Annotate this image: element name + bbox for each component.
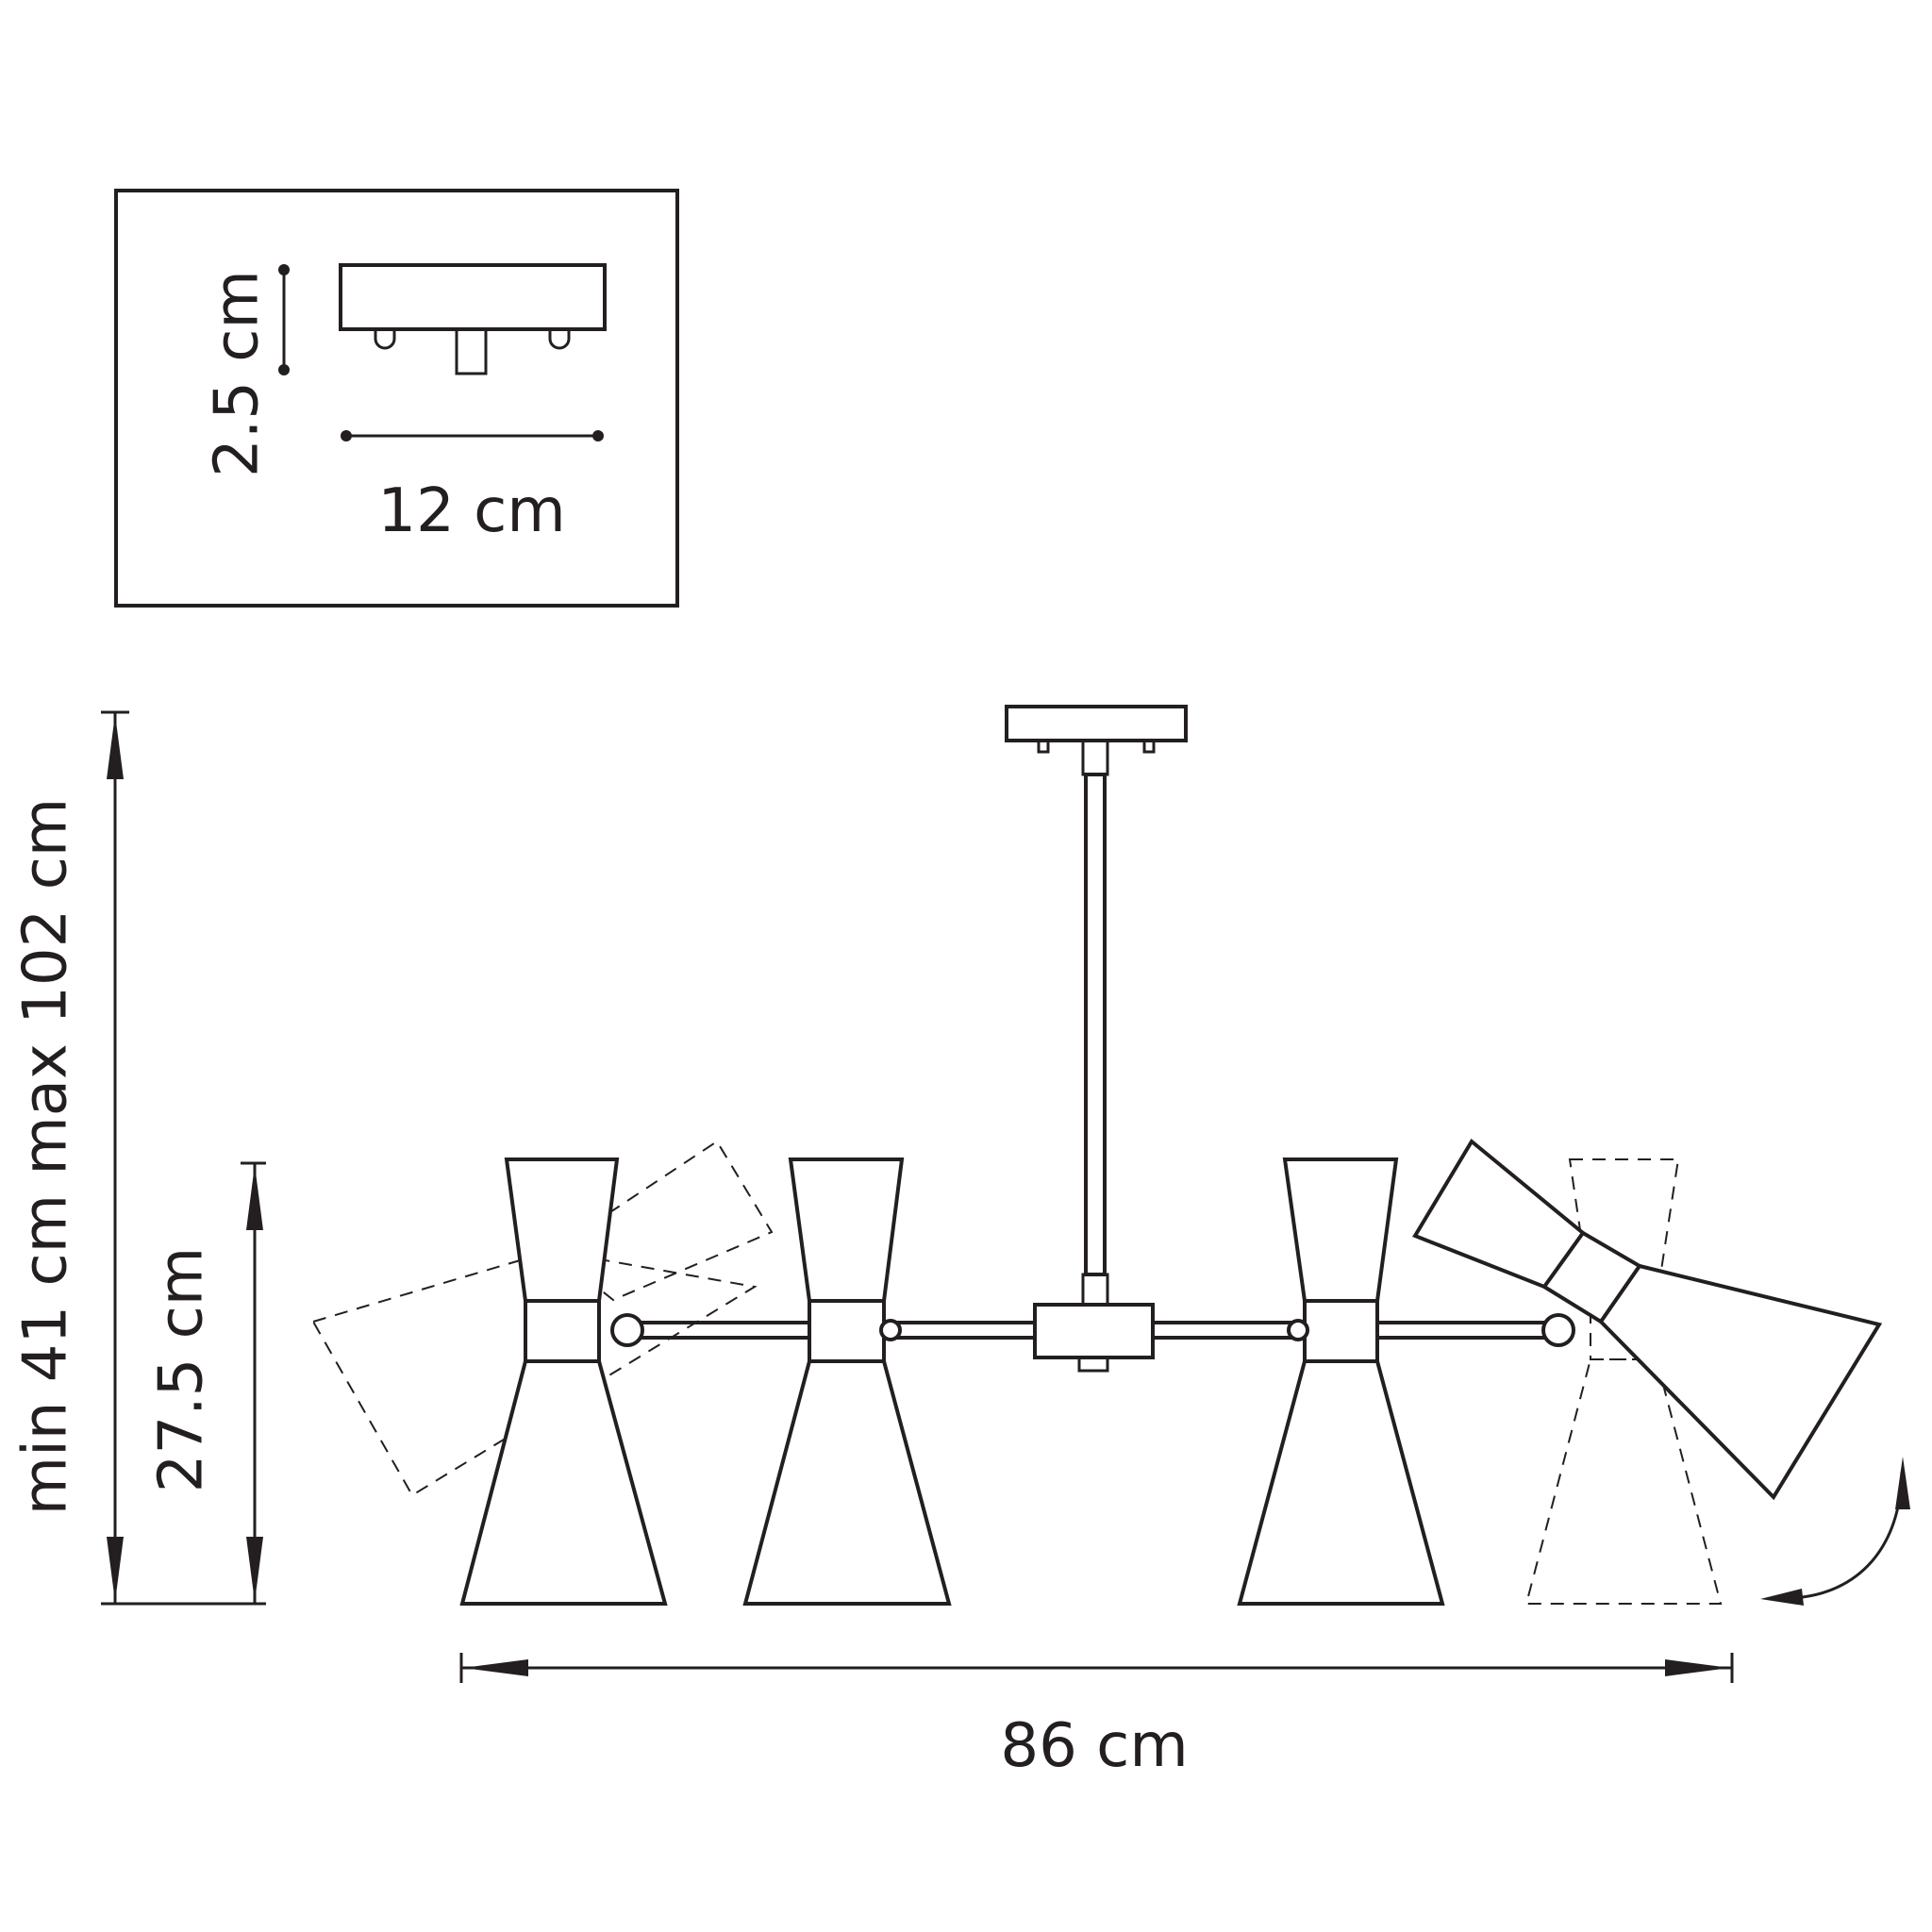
canopy-height-label: 2.5 cm: [203, 270, 273, 477]
rotation-arrow: [1760, 1457, 1910, 1606]
shade-2: [742, 1158, 952, 1606]
arrow-left: [463, 1659, 528, 1676]
canopy-plate: [1005, 705, 1188, 742]
shade-1: [459, 1158, 668, 1606]
center-hub-cap: [1077, 1356, 1109, 1373]
ceiling-canopy: [1005, 705, 1188, 1307]
rod-coupling-top: [1081, 739, 1109, 776]
canopy-width-label: 12 cm: [377, 476, 565, 546]
arrow-down: [107, 1537, 124, 1602]
center-hub: [1033, 1303, 1155, 1359]
canopy-detail-inset: 2.5 cm 12 cm: [114, 189, 679, 608]
arrow-right: [1665, 1659, 1730, 1676]
arrow-up: [246, 1165, 263, 1230]
canopy-screw-right: [548, 329, 571, 350]
arrow-down: [246, 1537, 263, 1602]
rod-coupling-bottom: [1081, 1273, 1109, 1307]
shade-4-tilted: [1412, 1138, 1883, 1501]
dimension-dot: [278, 264, 290, 275]
suspension-rod: [1084, 773, 1107, 1276]
shade-height-dimension: 27.5 cm: [147, 1161, 266, 1604]
total-height-label: min 41 cm max 102 cm: [11, 798, 81, 1516]
canopy-plate: [339, 263, 607, 331]
arrow-up: [107, 714, 124, 779]
dimension-dot: [341, 430, 352, 441]
horizontal-arm: [625, 1303, 1573, 1373]
canopy-screw-right: [1142, 739, 1156, 754]
dimension-dot: [278, 364, 290, 375]
arrow-head-left: [1760, 1589, 1804, 1606]
dimension-dot: [592, 430, 604, 441]
inset-frame: [114, 189, 679, 608]
canopy-screw-left: [1037, 739, 1050, 754]
arrow-head-top: [1895, 1457, 1910, 1509]
canopy-stem: [455, 327, 488, 375]
canopy-screw-left: [374, 329, 396, 350]
shade-3: [1237, 1158, 1445, 1606]
total-height-dimension: min 41 cm max 102 cm: [11, 710, 266, 1606]
total-width-dimension: 86 cm: [459, 1653, 1734, 1781]
shade-height-label: 27.5 cm: [147, 1247, 217, 1492]
total-width-label: 86 cm: [1000, 1711, 1188, 1781]
